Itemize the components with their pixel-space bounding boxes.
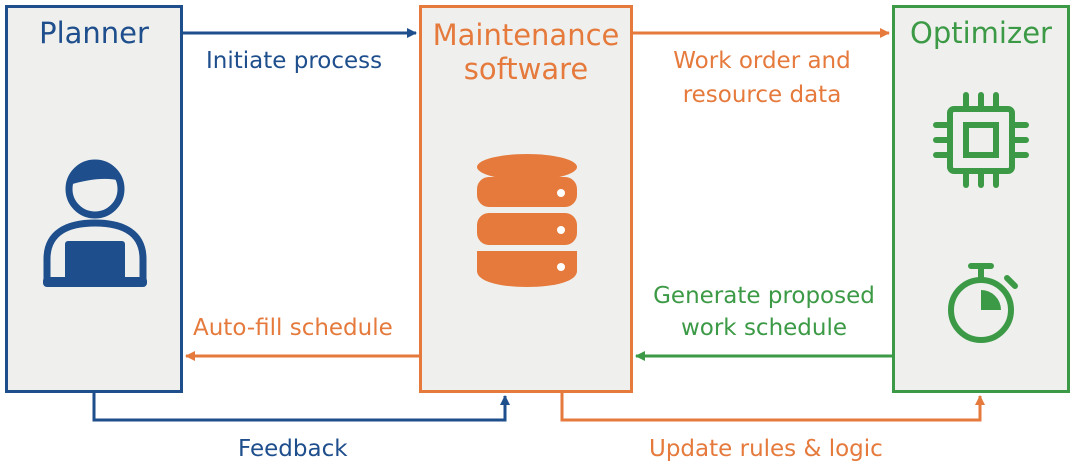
optimizer-box: Optimizer xyxy=(892,5,1070,393)
arrow-feedback xyxy=(92,393,510,422)
planner-title: Planner xyxy=(39,16,149,50)
stopwatch-icon xyxy=(948,263,1018,343)
work-order-label-line1: Work order and xyxy=(673,48,851,74)
database-icon xyxy=(477,154,577,287)
cpu-chip-icon xyxy=(933,92,1029,188)
planner-box: Planner xyxy=(5,5,183,393)
arrow-update-rules xyxy=(560,393,985,422)
initiate-process-label: Initiate process xyxy=(206,48,383,74)
maintenance-software-box: Maintenance software xyxy=(419,5,633,393)
maintenance-title-line1: Maintenance xyxy=(432,18,620,52)
user-laptop-icon xyxy=(43,159,147,287)
maintenance-title-line2: software xyxy=(463,52,589,86)
optimizer-title: Optimizer xyxy=(910,16,1052,50)
generate-schedule-label-line2: work schedule xyxy=(680,315,848,341)
work-order-label-line2: resource data xyxy=(682,82,842,108)
generate-schedule-label-line1: Generate proposed xyxy=(653,283,875,309)
update-rules-label: Update rules & logic xyxy=(649,436,883,462)
feedback-label: Feedback xyxy=(238,436,348,462)
auto-fill-label: Auto-fill schedule xyxy=(193,315,393,341)
